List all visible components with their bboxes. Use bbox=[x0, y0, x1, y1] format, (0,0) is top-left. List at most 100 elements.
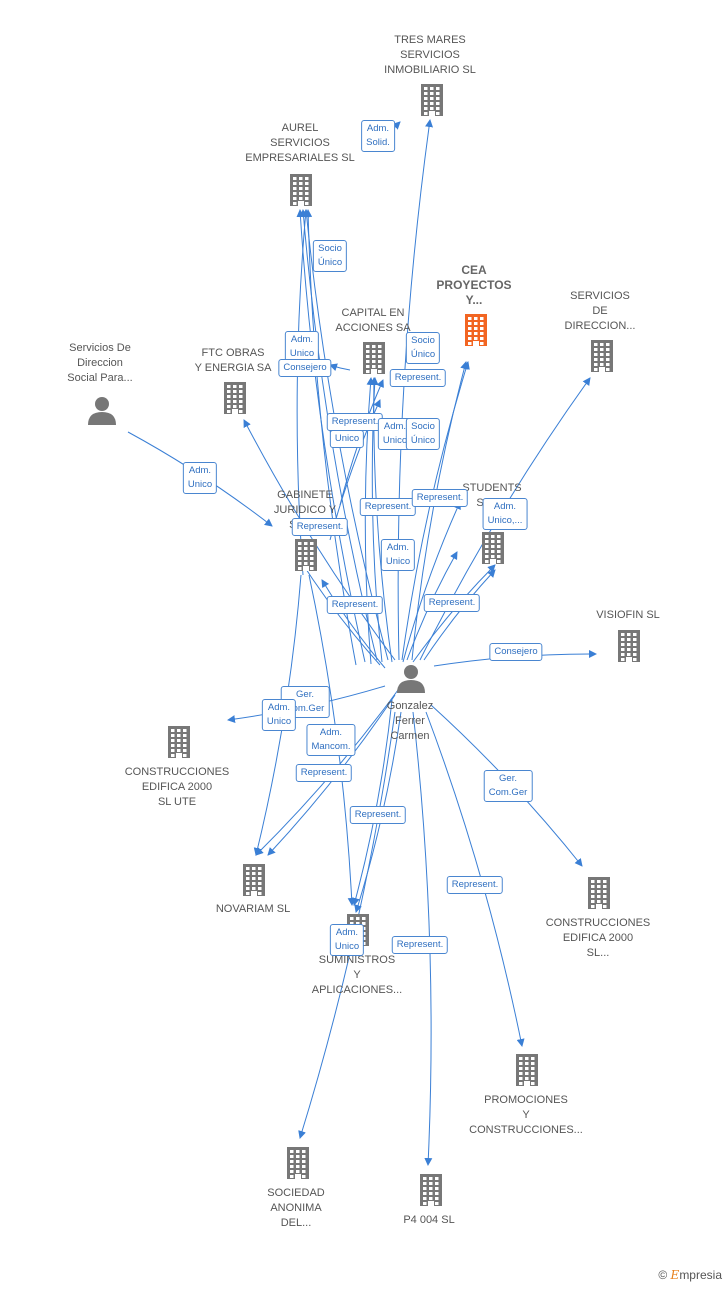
building-icon[interactable] bbox=[165, 724, 193, 765]
node-label-line: ANONIMA bbox=[270, 1202, 322, 1214]
building-icon[interactable] bbox=[287, 172, 315, 213]
edge-label[interactable]: Represent. bbox=[295, 764, 353, 782]
edge-label[interactable]: Adm.Unico bbox=[261, 699, 297, 731]
node-label-line: Gonzalez bbox=[386, 700, 434, 712]
edge-label-line: Represent. bbox=[354, 809, 402, 820]
building-icon[interactable] bbox=[417, 1172, 445, 1213]
edge-label-line: Unico bbox=[266, 716, 292, 727]
edge-label[interactable]: Adm.Mancom. bbox=[306, 724, 356, 756]
edge-label-line: Unico bbox=[334, 941, 360, 952]
building-icon[interactable] bbox=[462, 312, 490, 353]
node-label-line: P4 004 SL bbox=[403, 1214, 455, 1226]
edge-label-line: Represent. bbox=[331, 599, 379, 610]
edge-label[interactable]: Represent. bbox=[359, 498, 417, 516]
edge-label[interactable]: Represent. bbox=[423, 594, 481, 612]
node-label-p4[interactable]: P4 004 SL bbox=[403, 1213, 454, 1228]
edge-label[interactable]: Represent. bbox=[446, 876, 504, 894]
edge-label[interactable]: Represent. bbox=[326, 413, 384, 431]
edge-label[interactable]: Represent. bbox=[326, 596, 384, 614]
relationship-edge bbox=[412, 564, 496, 663]
building-icon[interactable] bbox=[360, 340, 388, 381]
edge-label-line: Consejero bbox=[283, 362, 327, 373]
edge-label-line: Unico,... bbox=[487, 515, 523, 526]
person-icon[interactable] bbox=[87, 395, 117, 430]
node-label-line: VISIOFIN SL bbox=[596, 609, 660, 621]
building-icon[interactable] bbox=[284, 1145, 312, 1186]
building-icon[interactable] bbox=[418, 82, 446, 123]
edge-label-line: Represent. bbox=[364, 501, 412, 512]
edge-label-line: Único bbox=[410, 435, 436, 446]
node-label-line: PROMOCIONES bbox=[484, 1094, 568, 1106]
node-label-line: DEL... bbox=[280, 1217, 312, 1229]
edge-label-line: Unico bbox=[385, 556, 411, 567]
node-label-novariam[interactable]: NOVARIAM SL bbox=[216, 902, 290, 917]
edge-label[interactable]: Consejero bbox=[278, 359, 332, 377]
node-label-line: STUDENTS bbox=[462, 482, 522, 494]
building-icon[interactable] bbox=[585, 875, 613, 916]
edge-label[interactable]: Represent. bbox=[291, 518, 349, 536]
node-label-line: Y... bbox=[465, 293, 483, 307]
edge-label-line: Adm. bbox=[383, 421, 407, 432]
person-icon[interactable] bbox=[396, 663, 426, 698]
edge-label-line: Único bbox=[317, 257, 343, 268]
edge-label-line: Com.Ger bbox=[488, 787, 528, 798]
edge-label[interactable]: Represent. bbox=[391, 936, 449, 954]
edge-label-line: Solid. bbox=[366, 137, 390, 148]
building-icon[interactable] bbox=[221, 380, 249, 421]
edge-label[interactable]: Ger. Com.Ger bbox=[483, 770, 533, 802]
building-icon[interactable] bbox=[513, 1052, 541, 1093]
edge-label[interactable]: Represent. bbox=[349, 806, 407, 824]
building-icon[interactable] bbox=[292, 537, 320, 578]
edge-label[interactable]: Unico bbox=[329, 430, 365, 448]
building-icon[interactable] bbox=[588, 338, 616, 379]
edge-label[interactable]: Adm.Unico,... bbox=[482, 498, 528, 530]
edge-label-line: Unico bbox=[382, 435, 408, 446]
node-label-line: EDIFICA 2000 bbox=[562, 932, 634, 944]
node-label-line: DE bbox=[592, 305, 608, 317]
edge-label[interactable]: Represent. bbox=[389, 369, 447, 387]
node-label-line: Servicios De bbox=[69, 342, 131, 354]
edge-label-line: Socio bbox=[411, 421, 435, 432]
node-label-line: DIRECCION... bbox=[564, 320, 636, 332]
edge-label[interactable]: Adm.Unico bbox=[182, 462, 218, 494]
building-icon[interactable] bbox=[615, 628, 643, 669]
node-label-line: SL... bbox=[586, 947, 610, 959]
node-label-line: AUREL bbox=[281, 122, 319, 134]
edge-label-line: Ger. bbox=[499, 773, 517, 784]
edge-label[interactable]: Adm. Unico bbox=[329, 924, 365, 956]
building-icon[interactable] bbox=[479, 530, 507, 571]
relationship-edge bbox=[321, 579, 386, 669]
edge-label[interactable]: Consejero bbox=[489, 643, 543, 661]
edge-label[interactable]: Adm.Solid. bbox=[361, 120, 395, 152]
node-label-line: EMPRESARIALES SL bbox=[245, 152, 355, 164]
edge-label[interactable]: Represent. bbox=[411, 489, 469, 507]
node-label-line: Y bbox=[522, 1109, 530, 1121]
node-label-line: Ferrer bbox=[395, 715, 425, 727]
node-label-line: Carmen bbox=[390, 730, 430, 742]
edge-label[interactable]: Adm.Unico bbox=[284, 331, 320, 363]
building-icon[interactable] bbox=[240, 862, 268, 903]
node-label-line: SL UTE bbox=[157, 796, 197, 808]
node-label-line: INMOBILIARIO SL bbox=[384, 64, 476, 76]
node-label-visiofin[interactable]: VISIOFIN SL bbox=[596, 608, 660, 623]
edge-label[interactable]: Adm.Unico bbox=[380, 539, 416, 571]
relationship-edge bbox=[299, 559, 381, 666]
edge-label-line: Adm. bbox=[335, 927, 359, 938]
node-label-line: SERVICIOS bbox=[400, 49, 460, 61]
